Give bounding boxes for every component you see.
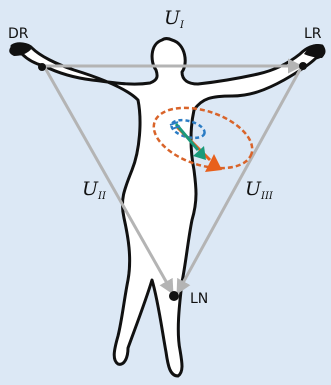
label-lead-2: UII <box>82 178 107 202</box>
label-lead-1: UI <box>164 7 185 31</box>
left-leg-electrode <box>169 291 179 301</box>
right-arm-electrode <box>38 63 46 71</box>
left-arm-electrode <box>299 62 307 70</box>
label-lead-3: UIII <box>245 178 274 202</box>
label-left-arm: LR <box>304 26 322 42</box>
label-right-arm: DR <box>8 26 29 42</box>
label-left-leg: LN <box>190 291 208 307</box>
